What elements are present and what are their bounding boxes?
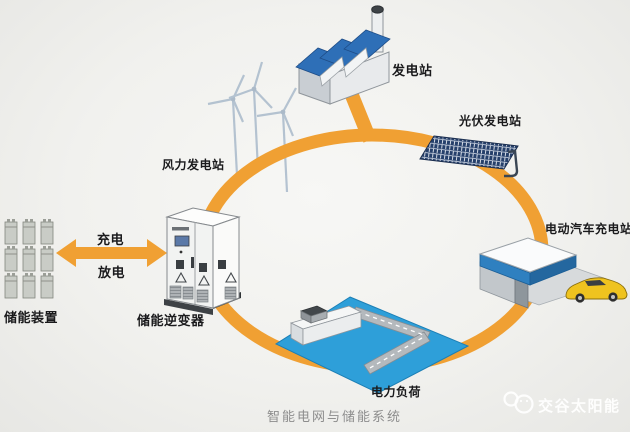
load-building-icon xyxy=(289,305,363,346)
car-icon xyxy=(565,277,628,303)
storage-inverter-icon xyxy=(164,207,241,315)
discharge-label: 放电 xyxy=(98,265,126,280)
road-markings xyxy=(357,311,425,369)
inverter-panel-details xyxy=(169,227,237,303)
chimney-icon xyxy=(371,5,384,53)
charge-label: 充电 xyxy=(97,232,125,247)
power-load-icon xyxy=(274,296,470,394)
watermark-text: 交谷太阳能 xyxy=(538,398,621,415)
battery-cell xyxy=(4,221,54,299)
battery-caps xyxy=(5,226,53,282)
battery-terminals xyxy=(7,219,51,276)
ev-charging-station-icon xyxy=(478,237,614,309)
power-station-icon xyxy=(295,5,391,105)
diagram-caption: 智能电网与储能系统 xyxy=(267,409,403,424)
watermark-logo-icon xyxy=(503,391,534,414)
power-load-label: 电力负荷 xyxy=(371,385,422,399)
battery-bank-icon xyxy=(4,219,54,299)
storage-inverter-label: 储能逆变器 xyxy=(137,313,205,328)
wind-turbine-icon xyxy=(228,61,273,171)
charge-discharge-arrow xyxy=(56,239,167,267)
power-station-label: 发电站 xyxy=(392,63,433,78)
pv-station-label: 光伏发电站 xyxy=(459,114,522,128)
wind-station-label: 风力发电站 xyxy=(162,158,225,172)
storage-device-label: 储能装置 xyxy=(4,310,59,325)
sawtooth-roof xyxy=(295,29,391,87)
pv-panel-icon xyxy=(419,135,519,178)
ev-charging-station-label: 电动汽车充电站 xyxy=(545,222,630,236)
wind-turbine-icon xyxy=(256,87,297,193)
